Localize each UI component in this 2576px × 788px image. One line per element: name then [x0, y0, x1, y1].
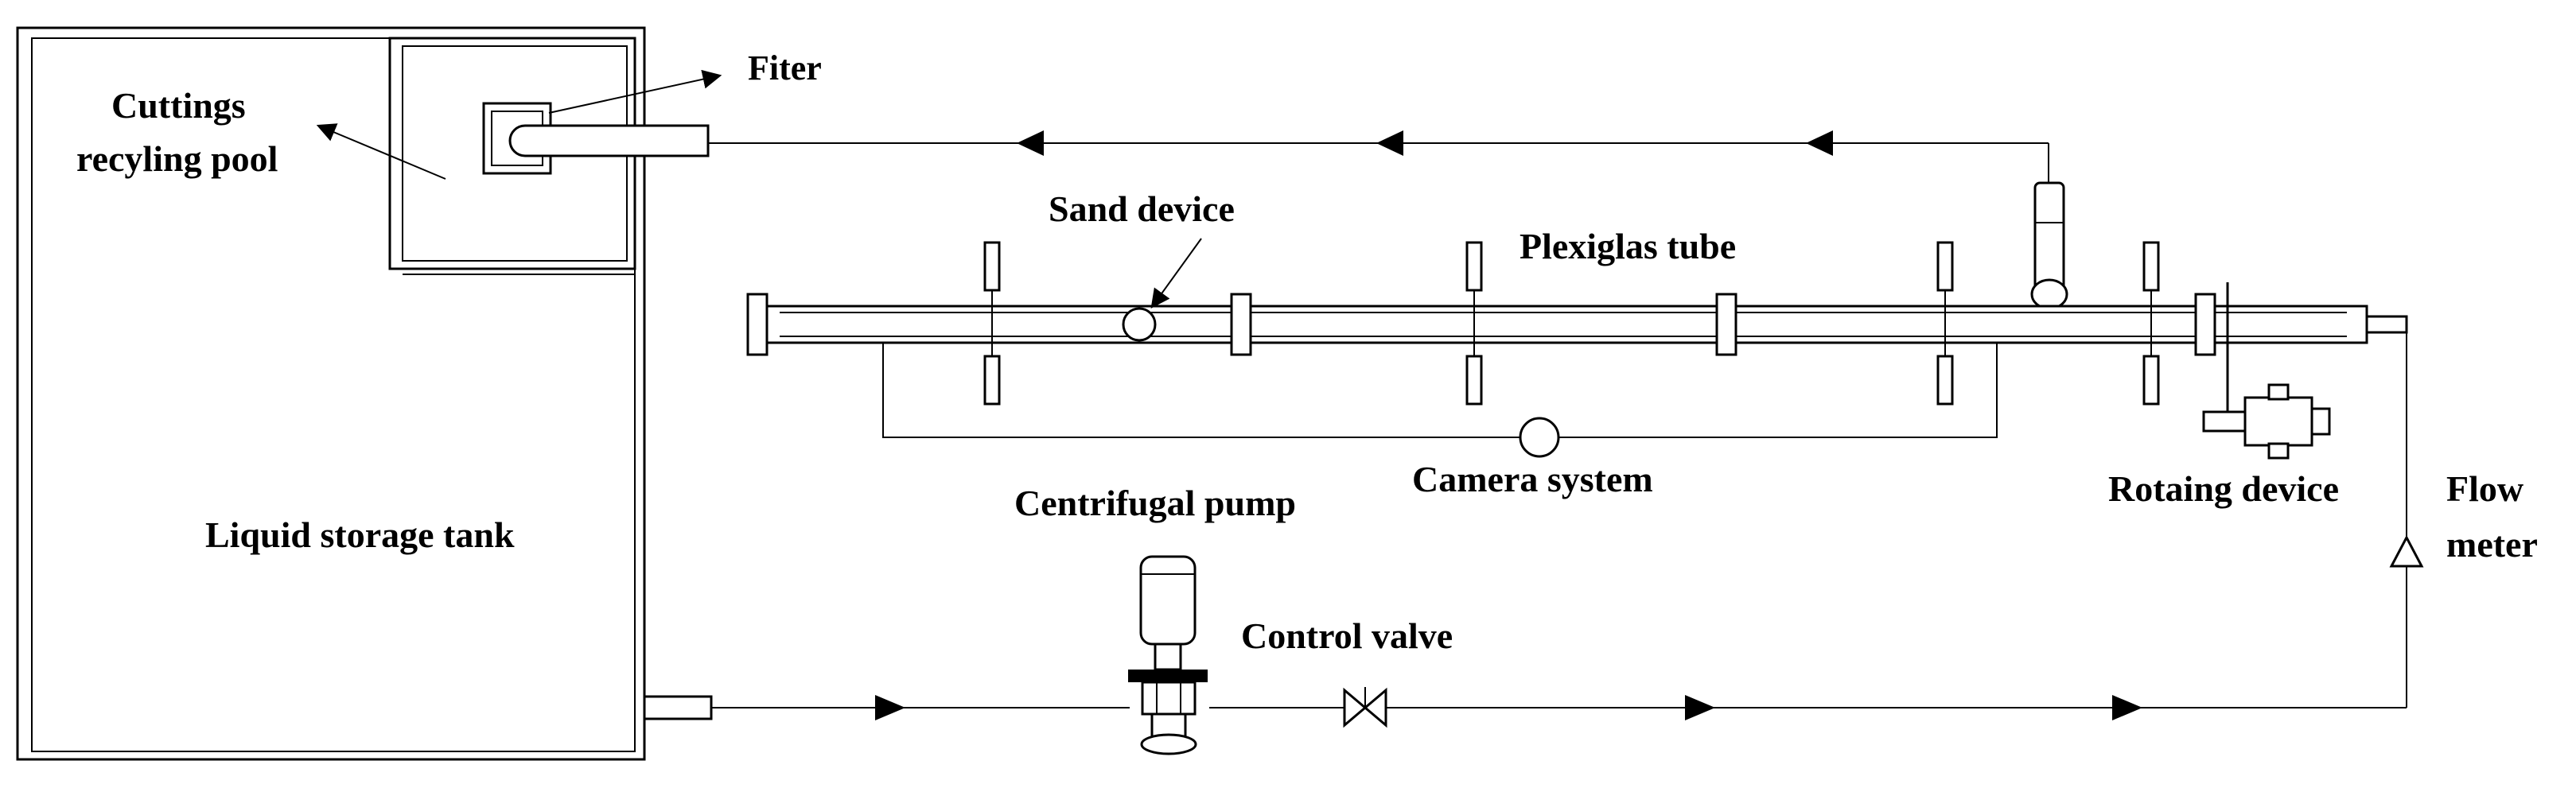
filter-label: Fiter	[748, 49, 822, 87]
flow-meter-symbol	[2389, 534, 2424, 568]
flow-arrow-return-2	[1376, 130, 1403, 156]
rotating-device	[2202, 383, 2331, 460]
liquid-storage-tank	[16, 26, 646, 761]
camera-system-label: Camera system	[1412, 459, 1653, 499]
flow-meter-label-line1: Flow	[2446, 468, 2523, 509]
tube-supports	[983, 241, 2160, 406]
supply-pipe	[643, 695, 2407, 720]
plexiglas-tube	[758, 305, 2368, 344]
centrifugal-pump	[1128, 555, 1208, 755]
flow-meter-label-line2: meter	[2446, 524, 2538, 565]
control-valve	[1343, 687, 1387, 728]
flow-arrow-supply-1	[875, 695, 905, 720]
rotating-device-label: Rotaing device	[2108, 468, 2339, 509]
centrifugal-pump-label: Centrifugal pump	[1014, 483, 1296, 523]
sand-device	[1122, 307, 1157, 342]
control-valve-label: Control valve	[1241, 615, 1453, 656]
flow-arrow-return-1	[1017, 130, 1044, 156]
cuttings-pointer	[316, 123, 446, 180]
plexiglas-tube-label: Plexiglas tube	[1520, 226, 1736, 266]
tube-outlet-stub	[2365, 315, 2408, 334]
sand-device-label: Sand device	[1049, 188, 1235, 229]
filter	[482, 102, 710, 175]
sand-device-pointer	[1150, 238, 1202, 309]
cuttings-label-line2: recyling pool	[76, 138, 278, 179]
flow-arrow-supply-2	[1685, 695, 1715, 720]
camera-system	[882, 343, 1998, 458]
filter-pointer	[548, 69, 722, 114]
flow-arrow-return-3	[1806, 130, 1833, 156]
tube-flanges	[746, 293, 2216, 356]
cuttings-label-line1: Cuttings	[111, 85, 246, 126]
return-pipe	[708, 142, 2049, 183]
flow-arrow-supply-3	[2112, 695, 2142, 720]
outlet-riser	[2030, 181, 2068, 310]
liquid-storage-tank-label: Liquid storage tank	[205, 514, 515, 555]
